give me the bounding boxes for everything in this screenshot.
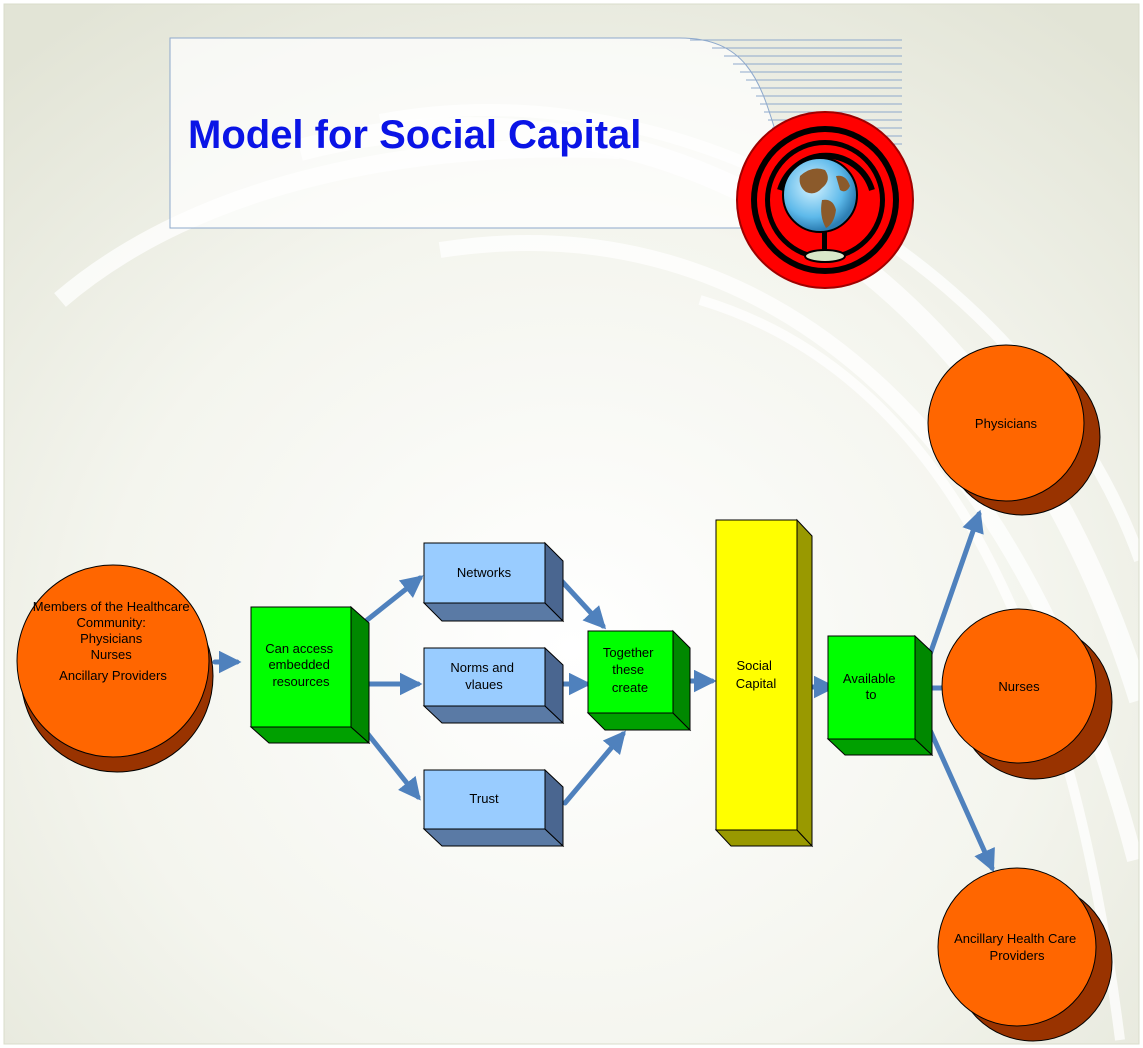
available-label-line2: to xyxy=(866,687,877,702)
access-label-line3: resources xyxy=(272,674,330,689)
arrow-available-to-physicians xyxy=(925,509,984,663)
node-together-these-create: Together these create xyxy=(586,629,692,732)
svg-text:Social Capital: Social Capital xyxy=(736,658,777,691)
node-social-capital: Social Capital xyxy=(714,518,814,848)
node-trust: Trust xyxy=(422,768,565,848)
svg-text:Trust: Trust xyxy=(469,791,499,806)
connector-arrows xyxy=(212,509,995,873)
node-available-to: Available to xyxy=(826,634,934,757)
node-members-of-healthcare-community: Members of the Healthcare Community: Phy… xyxy=(16,564,214,773)
nurses-label: Nurses xyxy=(998,679,1040,694)
svg-text:Members of the Healthcare: Members of the Healthcare Community: Phy… xyxy=(33,599,193,683)
slide-title: Model for Social Capital xyxy=(188,113,641,157)
together-label-line1: Together xyxy=(603,645,654,660)
node-norms-and-values: Norms and vlaues xyxy=(422,646,565,725)
node-networks: Networks xyxy=(422,541,565,623)
arrow-available-to-ancillary xyxy=(927,727,995,873)
together-label-line3: create xyxy=(612,680,648,695)
svg-text:Together these cre: Together these create xyxy=(603,645,657,695)
node-physicians: Physicians xyxy=(927,344,1101,516)
svg-text:Physicians: Physicians xyxy=(975,416,1038,431)
node-can-access-embedded-resources: Can access embedded resources xyxy=(249,605,371,745)
arrow-trust-to-together xyxy=(562,730,626,806)
access-label-line2: embedded xyxy=(268,657,329,672)
node-ancillary-health-care-providers: Ancillary Health Care Providers xyxy=(937,867,1113,1042)
ancillary-label-line2: Providers xyxy=(990,948,1045,963)
members-label-line4: Nurses xyxy=(91,647,133,662)
arrow-networks-to-together xyxy=(554,573,607,630)
svg-text:Can access embedded: Can access embedded resources xyxy=(265,641,337,689)
svg-text:Nurses: Nurses xyxy=(998,679,1040,694)
together-label-line2: these xyxy=(612,662,644,677)
access-label-line1: Can access xyxy=(265,641,333,656)
ancillary-label-line1: Ancillary Health Care xyxy=(954,931,1076,946)
members-label-line1: Members of the Healthcare xyxy=(33,599,190,614)
trust-label: Trust xyxy=(469,791,499,806)
svg-text:Norms and vlaues: Norms and vlaues xyxy=(450,660,517,692)
svg-text:Ancillary Health Care Pr: Ancillary Health Care Providers xyxy=(954,931,1080,963)
slide-frame xyxy=(3,3,1140,1045)
norms-label-line2: vlaues xyxy=(465,677,503,692)
norms-label-line1: Norms and xyxy=(450,660,514,675)
node-nurses: Nurses xyxy=(941,608,1113,780)
social-capital-label-line2: Capital xyxy=(736,676,777,691)
physicians-label: Physicians xyxy=(975,416,1038,431)
globe-icon xyxy=(736,111,914,289)
svg-text:Networks: Networks xyxy=(457,565,512,580)
members-label-line3: Physicians xyxy=(80,631,143,646)
members-label-line5: Ancillary Providers xyxy=(59,668,167,683)
social-capital-label-line1: Social xyxy=(736,658,772,673)
available-label-line1: Available xyxy=(843,671,896,686)
svg-text:Available to: Available to xyxy=(843,671,899,702)
networks-label: Networks xyxy=(457,565,512,580)
members-label-line2: Community: xyxy=(77,615,146,630)
